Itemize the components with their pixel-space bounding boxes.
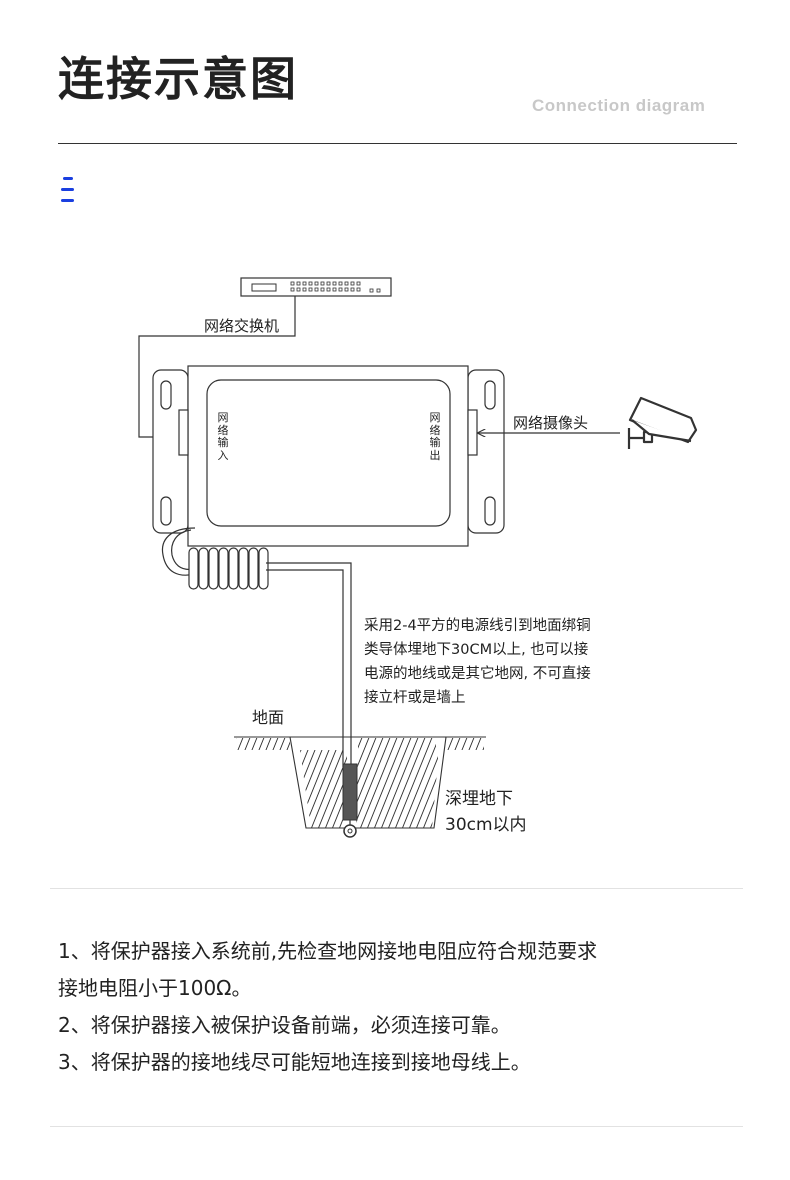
ground-surface-label: 地面 <box>252 708 285 727</box>
input-label: 网络输入 <box>217 411 229 462</box>
soil <box>234 736 486 829</box>
wire-note-line: 接立杆或是墙上 <box>364 690 466 706</box>
depth-note-line: 30cm以内 <box>445 815 527 835</box>
instruction-line: 接地电阻小于100Ω。 <box>58 976 252 1000</box>
ground-rod <box>342 763 358 821</box>
wire-note-line: 采用2-4平方的电源线引到地面绑铜 <box>364 618 591 634</box>
instructions-list: 1、将保护器接入系统前,先检查地网接地电阻应符合规范要求 接地电阻小于100Ω。… <box>58 933 597 1081</box>
ground-coil <box>161 527 269 590</box>
wire-note-line: 电源的地线或是其它地网, 不可直接 <box>364 666 591 682</box>
depth-note-line: 深埋地下 <box>445 789 513 809</box>
depth-note: 深埋地下 30cm以内 <box>445 786 527 838</box>
output-label: 网络输出 <box>429 411 441 462</box>
page-subtitle: Connection diagram <box>532 96 706 115</box>
network-switch <box>240 277 392 297</box>
output-port <box>467 409 478 456</box>
ground-lead <box>266 562 352 767</box>
page-title: 连接示意图 <box>58 52 298 106</box>
footer-divider <box>50 1126 743 1127</box>
switch-label: 网络交换机 <box>204 317 280 335</box>
wire-note-line: 类导体埋地下30CM以上, 也可以接 <box>364 642 589 658</box>
camera-label: 网络摄像头 <box>513 414 589 432</box>
instruction-line: 1、将保护器接入系统前,先检查地网接地电阻应符合规范要求 <box>58 939 598 963</box>
instruction-line: 2、将保护器接入被保护设备前端，必须连接可靠。 <box>58 1013 511 1037</box>
menu-icon <box>61 177 75 210</box>
section-divider <box>50 888 743 889</box>
header-divider <box>58 143 737 144</box>
instruction-line: 3、将保护器的接地线尽可能短地连接到接地母线上。 <box>58 1050 531 1074</box>
camera-icon <box>627 396 698 449</box>
input-port <box>178 409 189 456</box>
surge-protector-box <box>187 365 469 547</box>
wire-note: 采用2-4平方的电源线引到地面绑铜 类导体埋地下30CM以上, 也可以接 电源的… <box>364 614 591 710</box>
switch-wire <box>138 296 296 437</box>
